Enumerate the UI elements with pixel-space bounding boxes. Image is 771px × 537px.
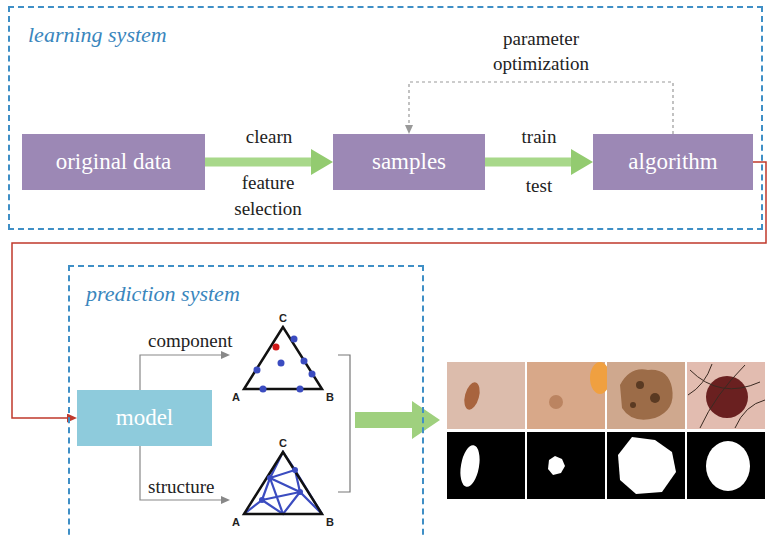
blue-point	[297, 386, 304, 393]
blue-point	[259, 497, 265, 503]
prediction-system-group: prediction system model	[68, 265, 424, 537]
box-label: model	[116, 405, 174, 430]
ternary-triangle	[244, 452, 322, 514]
lesion	[706, 376, 748, 418]
process-box: samples	[333, 134, 485, 190]
box-label: samples	[372, 149, 446, 174]
group-title: learning system	[28, 22, 167, 48]
skin-photo	[607, 362, 685, 429]
arrow-label: test	[526, 173, 552, 199]
arrow-label: structure	[148, 474, 214, 500]
mask-shape	[706, 441, 750, 491]
bracket	[338, 355, 350, 492]
skin-photo	[687, 362, 765, 429]
vertex-letter: B	[326, 516, 334, 528]
lesion	[462, 381, 483, 412]
blue-point	[297, 489, 303, 495]
model-link	[12, 162, 766, 418]
blue-point	[260, 386, 267, 393]
edge-label: parameter optimization	[476, 26, 606, 77]
arrow-label: feature selection	[213, 170, 323, 221]
edge-label: train	[522, 124, 557, 150]
vertex-letter: C	[279, 437, 287, 449]
network-line	[262, 492, 300, 500]
blue-point	[309, 371, 316, 378]
mask	[447, 432, 525, 499]
lesion	[620, 369, 673, 419]
mask	[527, 432, 605, 499]
group-title: prediction system	[86, 281, 240, 307]
result-arrow	[355, 401, 440, 439]
component-arrow	[140, 355, 221, 390]
box-label: original data	[56, 149, 172, 174]
blue-point	[254, 367, 261, 374]
red-point	[273, 344, 280, 351]
blue-point	[267, 475, 273, 481]
mask-shape	[618, 437, 676, 494]
structure-network	[244, 452, 322, 514]
vertex-letter: A	[232, 516, 240, 528]
hair	[688, 364, 765, 428]
process-arrow	[205, 158, 311, 167]
process-box: algorithm	[593, 134, 753, 190]
mask-shape	[457, 444, 482, 488]
process-arrow	[485, 158, 571, 167]
skin-photo	[447, 362, 525, 429]
blue-point	[292, 467, 298, 473]
lesion-images	[447, 362, 765, 499]
learning-system-group: learning system original data samples algor…	[8, 6, 763, 230]
blue-point	[278, 360, 285, 367]
lesion-spot	[636, 381, 644, 389]
blue-point	[301, 358, 308, 365]
vertex-letter: C	[279, 312, 287, 324]
structure-arrow	[140, 446, 221, 500]
mask-shape	[548, 456, 565, 475]
model-box: model	[77, 390, 212, 446]
ternary-triangle	[244, 327, 322, 389]
lesion	[549, 395, 563, 409]
blue-point	[291, 336, 298, 343]
edge-label: clearn	[246, 124, 292, 150]
mask	[607, 432, 685, 499]
arrow-label: component	[148, 328, 232, 354]
box-label: algorithm	[628, 149, 717, 174]
mask	[687, 432, 765, 499]
lesion-spot	[630, 402, 636, 408]
vertex-letter: A	[232, 391, 240, 403]
network-line	[262, 492, 322, 514]
vertex-letter: B	[326, 391, 334, 403]
process-box: original data	[22, 134, 205, 190]
feedback-arrow	[409, 82, 673, 134]
lesion-spot	[650, 393, 660, 403]
